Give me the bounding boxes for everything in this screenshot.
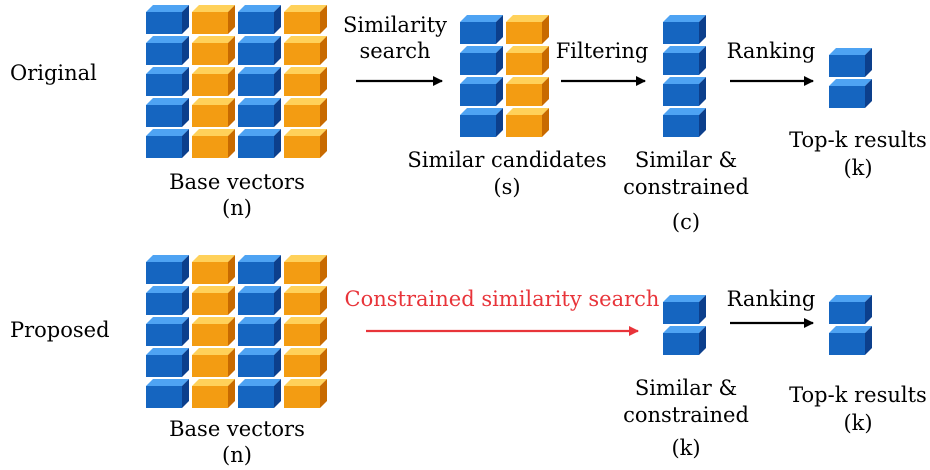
original-filtering-label: Filtering xyxy=(556,39,649,63)
blue-vector-block xyxy=(146,286,189,315)
original-topk-results-blocks xyxy=(829,48,872,108)
original-similar-constrained-blocks xyxy=(663,15,706,137)
orange-vector-block xyxy=(284,286,327,315)
orange-vector-block xyxy=(506,108,549,137)
blue-vector-block xyxy=(238,379,281,408)
orange-vector-block xyxy=(284,379,327,408)
original-constrained-caption-2: constrained xyxy=(623,175,749,199)
orange-vector-block xyxy=(284,348,327,377)
blue-vector-block xyxy=(146,5,189,34)
proposed-constrained-count: (k) xyxy=(671,436,700,460)
blue-vector-block xyxy=(460,77,503,106)
row-label-proposed: Proposed xyxy=(10,318,110,342)
original-base-vectors-blocks xyxy=(146,5,327,158)
blue-vector-block xyxy=(238,317,281,346)
orange-vector-block xyxy=(192,98,235,127)
blue-vector-block xyxy=(663,46,706,75)
orange-vector-block xyxy=(192,348,235,377)
original-constrained-count: (c) xyxy=(672,210,700,234)
original-base-caption: Base vectors xyxy=(169,170,305,194)
proposed-base-caption: Base vectors xyxy=(169,417,305,441)
orange-vector-block xyxy=(192,286,235,315)
orange-vector-block xyxy=(192,379,235,408)
blue-vector-block xyxy=(146,98,189,127)
blue-vector-block xyxy=(663,295,706,324)
orange-vector-block xyxy=(284,67,327,96)
orange-vector-block xyxy=(192,67,235,96)
proposed-topk-caption: Top-k results xyxy=(789,383,927,407)
orange-vector-block xyxy=(192,317,235,346)
row-label-original: Original xyxy=(10,61,97,85)
blue-vector-block xyxy=(829,79,872,108)
blue-vector-block xyxy=(146,317,189,346)
blue-vector-block xyxy=(238,98,281,127)
proposed-ranking-label: Ranking xyxy=(727,287,816,311)
blue-vector-block xyxy=(663,326,706,355)
original-ranking-label: Ranking xyxy=(727,39,816,63)
blue-vector-block xyxy=(238,286,281,315)
orange-vector-block xyxy=(284,5,327,34)
blue-vector-block xyxy=(146,379,189,408)
blue-vector-block xyxy=(238,67,281,96)
proposed-topk-count: (k) xyxy=(843,411,872,435)
orange-vector-block xyxy=(192,129,235,158)
original-similar-candidates-blocks xyxy=(460,15,549,137)
blue-vector-block xyxy=(238,348,281,377)
orange-vector-block xyxy=(506,15,549,44)
blue-vector-block xyxy=(663,77,706,106)
proposed-constrained-search-label: Constrained similarity search xyxy=(345,287,660,311)
orange-vector-block xyxy=(506,77,549,106)
blue-vector-block xyxy=(146,348,189,377)
orange-vector-block xyxy=(284,317,327,346)
proposed-topk-results-blocks xyxy=(829,295,872,355)
blue-vector-block xyxy=(146,67,189,96)
blue-vector-block xyxy=(460,15,503,44)
blue-vector-block xyxy=(663,108,706,137)
proposed-base-count: (n) xyxy=(222,443,252,467)
blue-vector-block xyxy=(663,15,706,44)
orange-vector-block xyxy=(506,46,549,75)
blue-vector-block xyxy=(238,5,281,34)
proposed-base-vectors-blocks xyxy=(146,255,327,408)
proposed-constrained-caption-2: constrained xyxy=(623,403,749,427)
blue-vector-block xyxy=(146,255,189,284)
blue-vector-block xyxy=(146,129,189,158)
orange-vector-block xyxy=(284,129,327,158)
orange-vector-block xyxy=(192,255,235,284)
blue-vector-block xyxy=(829,48,872,77)
proposed-constrained-caption-1: Similar & xyxy=(635,376,737,400)
original-candidates-count: (s) xyxy=(493,175,520,199)
orange-vector-block xyxy=(284,255,327,284)
blue-vector-block xyxy=(238,36,281,65)
original-topk-count: (k) xyxy=(843,156,872,180)
original-constrained-caption-1: Similar & xyxy=(635,148,737,172)
orange-vector-block xyxy=(284,36,327,65)
blue-vector-block xyxy=(146,36,189,65)
original-similarity-search-label-2: search xyxy=(359,39,430,63)
blue-vector-block xyxy=(829,295,872,324)
orange-vector-block xyxy=(192,5,235,34)
original-candidates-caption: Similar candidates xyxy=(407,148,606,172)
original-similarity-search-label-1: Similarity xyxy=(343,13,447,37)
blue-vector-block xyxy=(238,255,281,284)
blue-vector-block xyxy=(238,129,281,158)
proposed-similar-constrained-blocks xyxy=(663,295,706,355)
blue-vector-block xyxy=(829,326,872,355)
blue-vector-block xyxy=(460,46,503,75)
original-topk-caption: Top-k results xyxy=(789,128,927,152)
blue-vector-block xyxy=(460,108,503,137)
orange-vector-block xyxy=(192,36,235,65)
original-base-count: (n) xyxy=(222,196,252,220)
orange-vector-block xyxy=(284,98,327,127)
